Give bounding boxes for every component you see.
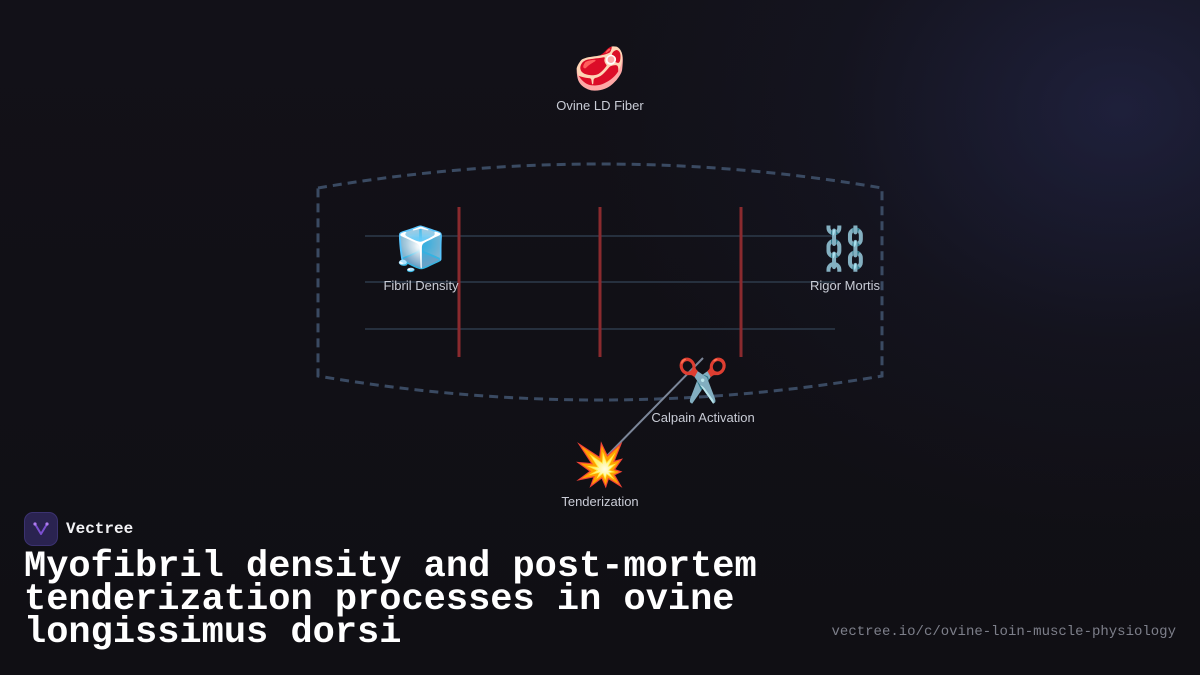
brand: Vectree bbox=[24, 512, 133, 546]
vectree-logo-icon bbox=[24, 512, 58, 546]
meat-icon: 🥩 bbox=[573, 44, 627, 93]
node-label: Rigor Mortis bbox=[809, 278, 881, 293]
node-tenderization: 💥 Tenderization bbox=[561, 440, 639, 510]
ice-cube-icon: 🧊 bbox=[394, 224, 448, 273]
node-label: Calpain Activation bbox=[651, 410, 755, 425]
page-title: Myofibril density and post-mortem tender… bbox=[24, 546, 757, 654]
node-fibril-density: 🧊 Fibril Density bbox=[383, 224, 459, 294]
chains-icon: ⛓️ bbox=[818, 224, 872, 273]
scissors-icon: ✂️ bbox=[676, 356, 730, 405]
edge-calpain-to-tenderization bbox=[600, 357, 704, 463]
source-url: vectree.io/c/ovine-loin-muscle-physiolog… bbox=[831, 624, 1176, 640]
node-label: Ovine LD Fiber bbox=[556, 98, 644, 113]
node-calpain-activation: ✂️ Calpain Activation bbox=[651, 356, 755, 426]
brand-name: Vectree bbox=[66, 520, 134, 538]
node-ovine-ld-fiber: 🥩 Ovine LD Fiber bbox=[556, 44, 644, 114]
node-label: Tenderization bbox=[561, 494, 639, 509]
node-rigor-mortis: ⛓️ Rigor Mortis bbox=[809, 224, 881, 294]
node-label: Fibril Density bbox=[383, 278, 459, 293]
fiber-outline bbox=[316, 162, 884, 402]
collision-icon: 💥 bbox=[573, 440, 627, 489]
